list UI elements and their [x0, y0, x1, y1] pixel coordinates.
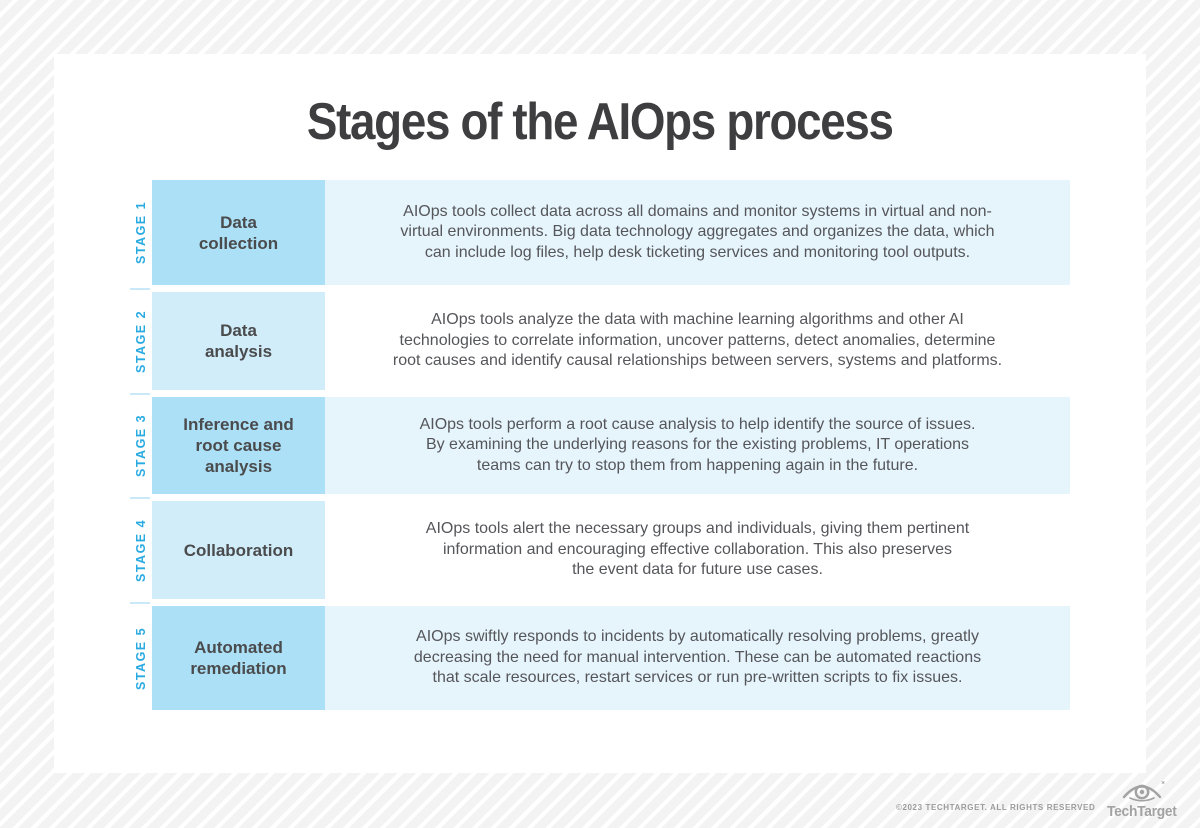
table-row-stage-1: STAGE 1 Data collection AIOps tools coll…: [130, 180, 1070, 290]
stage-1-gutter: STAGE 1: [130, 180, 152, 290]
stage-4-description: AIOps tools alert the necessary groups a…: [325, 501, 1070, 599]
table-row-stage-2: STAGE 2 Data analysis AIOps tools analyz…: [130, 292, 1070, 395]
techtarget-wordmark: TechTarget: [1107, 803, 1177, 820]
table-row-stage-3: STAGE 3 Inference and root cause analysi…: [130, 397, 1070, 499]
stage-2-name: Data analysis: [152, 292, 325, 390]
infographic-card: Stages of the AIOps process STAGE 1 Data…: [54, 54, 1146, 773]
stage-2-gutter: STAGE 2: [130, 292, 152, 395]
stage-5-label: STAGE 5: [134, 626, 148, 690]
stage-1-label: STAGE 1: [134, 200, 148, 265]
stage-4-gutter: STAGE 4: [130, 501, 152, 604]
stages-table: STAGE 1 Data collection AIOps tools coll…: [130, 180, 1070, 710]
stage-3-label: STAGE 3: [134, 413, 148, 478]
stage-2-label: STAGE 2: [134, 309, 148, 373]
techtarget-logo: TechTarget: [1104, 778, 1180, 819]
stage-2-description: AIOps tools analyze the data with machin…: [325, 292, 1070, 390]
eye-target-icon: [1122, 780, 1166, 802]
stage-4-label: STAGE 4: [134, 518, 148, 582]
stage-1-description: AIOps tools collect data across all doma…: [325, 180, 1070, 285]
table-row-stage-4: STAGE 4 Collaboration AIOps tools alert …: [130, 501, 1070, 604]
stage-4-name: Collaboration: [152, 501, 325, 599]
stage-3-description: AIOps tools perform a root cause analysi…: [325, 397, 1070, 494]
stage-1-name: Data collection: [152, 180, 325, 285]
copyright-text: ©2023 TECHTARGET. ALL RIGHTS RESERVED: [895, 803, 1096, 812]
stage-3-gutter: STAGE 3: [130, 397, 152, 499]
stage-5-gutter: STAGE 5: [130, 606, 152, 710]
table-row-stage-5: STAGE 5 Automated remediation AIOps swif…: [130, 606, 1070, 710]
stage-5-description: AIOps swiftly responds to incidents by a…: [325, 606, 1070, 710]
page-title: Stages of the AIOps process: [307, 93, 894, 151]
stage-5-name: Automated remediation: [152, 606, 325, 710]
stage-3-name: Inference and root cause analysis: [152, 397, 325, 494]
footer: ©2023 TECHTARGET. ALL RIGHTS RESERVED Te…: [896, 778, 1180, 819]
